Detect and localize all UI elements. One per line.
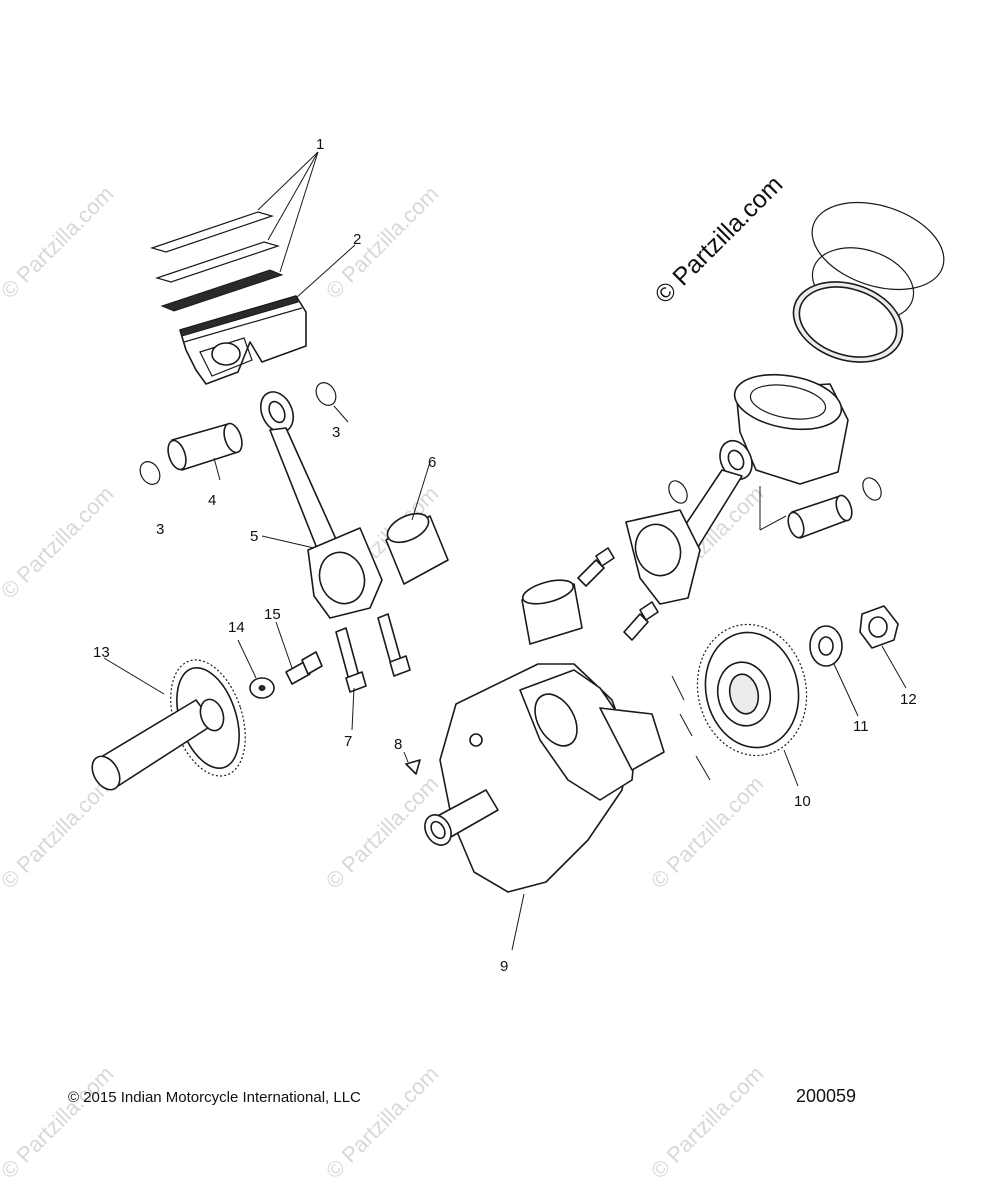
- watermark-layer: © Partzilla.com © Partzilla.com © Partzi…: [0, 181, 768, 1184]
- snap-ring: [668, 480, 688, 504]
- snap-ring: [315, 382, 337, 406]
- wrist-pin-left: [167, 422, 243, 471]
- piston-left: [179, 295, 307, 385]
- wrist-pin-right: [787, 494, 853, 539]
- piston-right: [733, 373, 849, 485]
- callout-3: 3: [156, 521, 164, 538]
- callout-9: 9: [500, 958, 508, 975]
- watermark: © Partzilla.com: [321, 1061, 444, 1184]
- copyright-notice: © 2015 Indian Motorcycle International, …: [68, 1089, 361, 1106]
- crankshaft: [424, 663, 665, 893]
- woodruff-key: [405, 759, 421, 775]
- callout-15: 15: [264, 606, 281, 623]
- leader-lines: [103, 151, 907, 951]
- rod-bolts-right: [577, 547, 659, 641]
- watermark: © Partzilla.com: [0, 771, 118, 894]
- callout-3: 3: [332, 424, 340, 441]
- watermark: © Partzilla.com: [646, 771, 769, 894]
- diagram-number: 200059: [796, 1086, 856, 1106]
- connecting-rod-right: [625, 439, 753, 605]
- watermark: © Partzilla.com: [321, 181, 444, 304]
- rod-bolts-left: [335, 613, 411, 693]
- connecting-rod-left: [259, 391, 383, 619]
- crank-gear: [696, 623, 808, 757]
- callout-4: 4: [208, 492, 216, 509]
- assembly-bracket: [759, 486, 787, 531]
- callout-6: 6: [428, 454, 436, 471]
- callout-13: 13: [93, 644, 110, 661]
- watermark: © Partzilla.com: [321, 771, 444, 894]
- callout-labels: 1 2 3 3 4 5 6 7 8 9 10 11 12 13 14 15: [93, 136, 917, 975]
- camshaft: [91, 659, 246, 791]
- callout-7: 7: [344, 733, 352, 750]
- washer-large: [809, 625, 843, 667]
- bearing-shell-left: [385, 512, 449, 585]
- callout-14: 14: [228, 619, 245, 636]
- watermark: © Partzilla.com: [0, 1061, 118, 1184]
- watermark: © Partzilla.com: [646, 1061, 769, 1184]
- callout-12: 12: [900, 691, 917, 708]
- bearing-shell-right: [521, 579, 583, 645]
- callout-2: 2: [353, 231, 361, 248]
- centerline: [671, 675, 711, 781]
- callout-11: 11: [853, 718, 869, 735]
- washer-small: [249, 677, 275, 699]
- cam-bolt: [285, 651, 323, 685]
- watermark: © Partzilla.com: [0, 481, 118, 604]
- hex-nut: [859, 605, 899, 649]
- piston-rings-left: [149, 211, 284, 312]
- snap-ring: [862, 477, 882, 501]
- snap-ring: [139, 461, 161, 485]
- watermark: © Partzilla.com: [0, 181, 118, 304]
- piston-rings-right: [792, 201, 945, 363]
- callout-10: 10: [794, 793, 811, 810]
- watermark-main: © Partzilla.com: [649, 170, 788, 309]
- callout-1: 1: [316, 136, 324, 153]
- callout-8: 8: [394, 736, 402, 753]
- callout-5: 5: [250, 528, 258, 545]
